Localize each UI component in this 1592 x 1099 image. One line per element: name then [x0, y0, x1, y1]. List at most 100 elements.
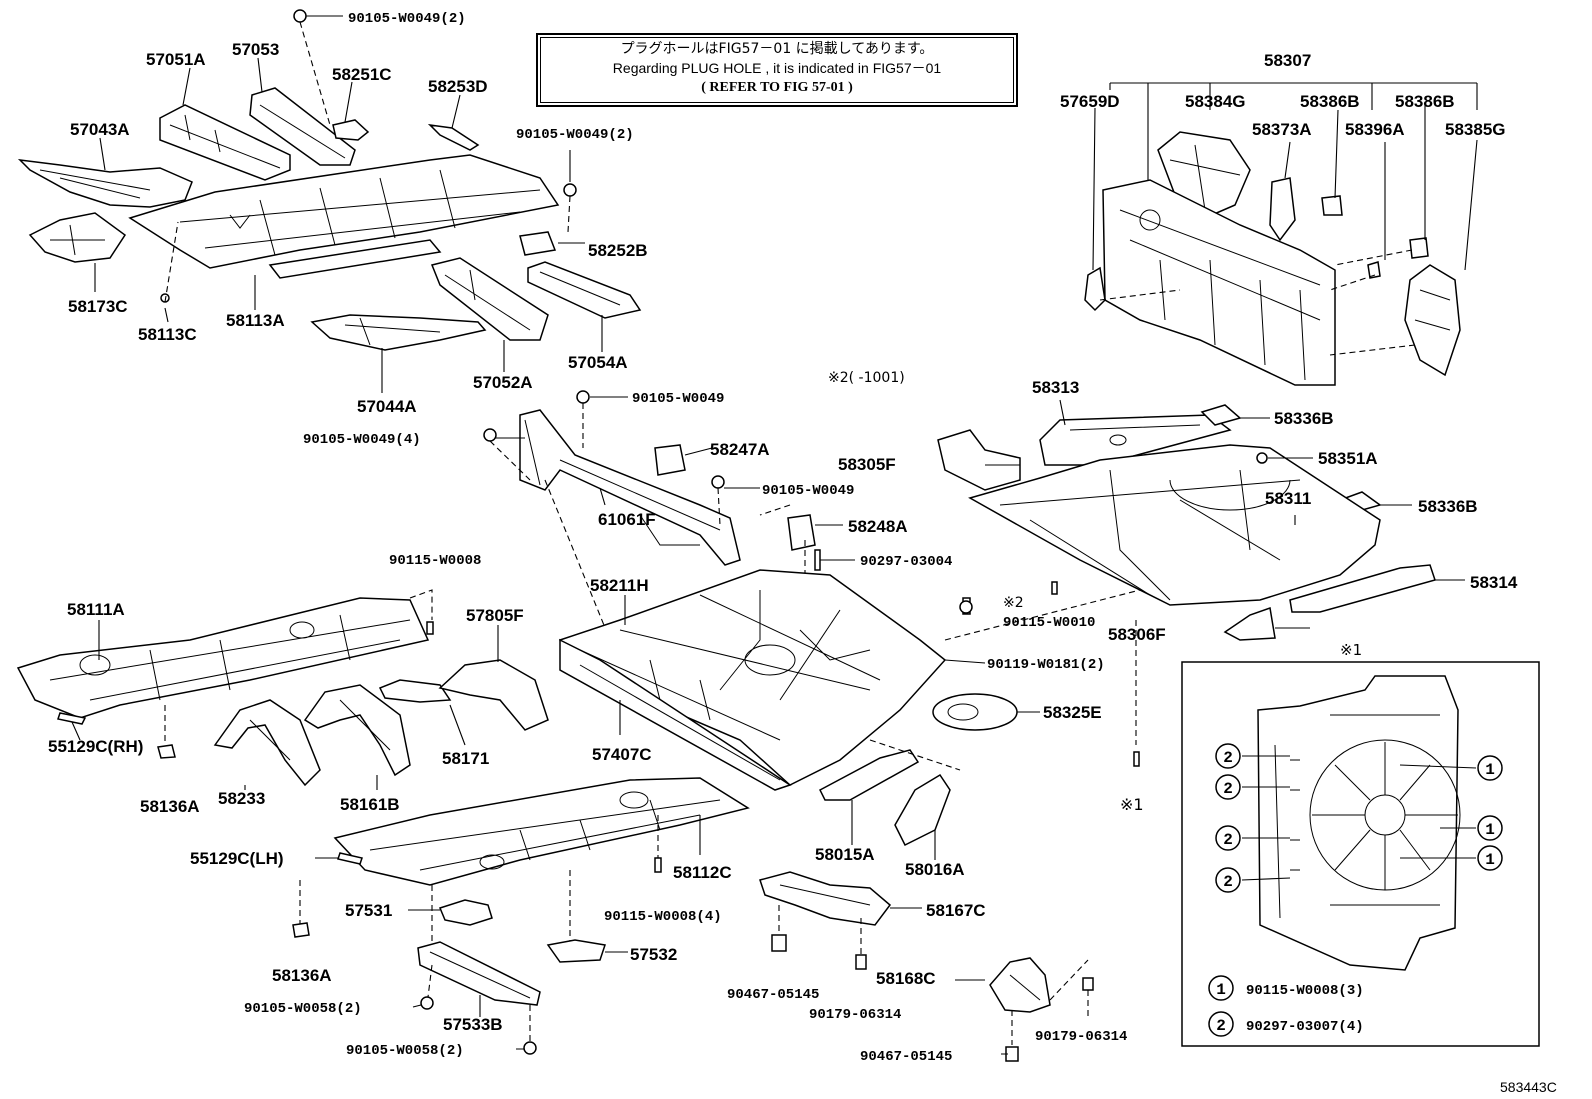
label-58113a[interactable]: 58113A — [226, 311, 285, 330]
label-58384g[interactable]: 58384G — [1185, 92, 1246, 111]
label-57052a[interactable]: 57052A — [473, 373, 533, 392]
label-57659d[interactable]: 57659D — [1060, 92, 1120, 111]
part-57531-shape[interactable] — [438, 899, 493, 926]
part-57533b-shape[interactable] — [417, 941, 541, 1006]
label-58313[interactable]: 58313 — [1032, 378, 1079, 397]
part-58307-back-panel[interactable] — [1102, 179, 1336, 386]
part-57053-shape[interactable] — [249, 87, 356, 166]
part-58313-shape[interactable] — [1039, 414, 1232, 466]
label-58351a[interactable]: 58351A — [1318, 449, 1378, 468]
label-57532[interactable]: 57532 — [630, 945, 677, 964]
label-57043a[interactable]: 57043A — [70, 120, 130, 139]
part-58311-shape[interactable] — [968, 444, 1381, 606]
label-58247a[interactable]: 58247A — [710, 440, 770, 459]
label-90105-w0049-4[interactable]: 90105-W0049(4) — [303, 432, 421, 448]
label-58248a[interactable]: 58248A — [848, 517, 908, 536]
label-58311[interactable]: 58311 — [1265, 489, 1311, 508]
label-58307[interactable]: 58307 — [1264, 51, 1311, 70]
part-58233-shape[interactable] — [213, 699, 321, 787]
label-58113c[interactable]: 58113C — [138, 325, 197, 344]
label-90467-05145-a[interactable]: 90467-05145 — [727, 987, 819, 1003]
part-57044a-shape[interactable] — [310, 314, 487, 351]
label-90115-w0010[interactable]: 90115-W0010 — [1003, 615, 1095, 631]
part-58136a-shape-2[interactable] — [292, 922, 310, 938]
label-58016a[interactable]: 58016A — [905, 860, 965, 879]
part-58111a-shape[interactable] — [16, 597, 430, 719]
label-90105-w0049-2a[interactable]: 90105-W0049(2) — [348, 11, 466, 27]
label-58211h[interactable]: 58211H — [590, 576, 649, 595]
label-90105-w0049-b[interactable]: 90105-W0049 — [762, 483, 854, 499]
label-58396a[interactable]: 58396A — [1345, 120, 1405, 139]
label-58386b-1[interactable]: 58386B — [1300, 92, 1360, 111]
label-90105-w0058-2a[interactable]: 90105-W0058(2) — [244, 1001, 362, 1017]
label-57053[interactable]: 57053 — [232, 40, 279, 59]
label-58385g[interactable]: 58385G — [1445, 120, 1506, 139]
label-57805f[interactable]: 57805F — [466, 606, 524, 625]
label-57407c[interactable]: 57407C — [592, 745, 652, 764]
label-58168c[interactable]: 58168C — [876, 969, 936, 988]
label-58171[interactable]: 58171 — [442, 749, 489, 768]
label-90297-03004[interactable]: 90297-03004 — [860, 554, 952, 570]
part-57532-shape[interactable] — [546, 939, 606, 963]
part-58171-shape[interactable] — [378, 679, 452, 703]
label-55129c-lh[interactable]: 55129C(LH) — [190, 849, 284, 868]
label-57051a[interactable]: 57051A — [146, 50, 206, 69]
label-90179-06314-b[interactable]: 90179-06314 — [1035, 1029, 1127, 1045]
part-58016a-shape[interactable] — [894, 773, 951, 847]
part-58136a-shape-1[interactable] — [157, 744, 176, 759]
part-58306f-shape[interactable] — [1223, 606, 1276, 641]
label-57531[interactable]: 57531 — [345, 901, 392, 920]
part-55129c-lh-shape[interactable] — [337, 852, 363, 865]
part-57805f-shape[interactable] — [438, 659, 549, 731]
part-58305f-shape[interactable] — [937, 429, 1021, 491]
part-58252b-shape[interactable] — [519, 231, 557, 256]
label-90105-w0049-a[interactable]: 90105-W0049 — [632, 391, 724, 407]
label-57533b[interactable]: 57533B — [443, 1015, 503, 1034]
label-58161b[interactable]: 58161B — [340, 795, 400, 814]
part-57659d-shape[interactable] — [1084, 266, 1106, 312]
label-57054a[interactable]: 57054A — [568, 353, 628, 372]
label-90115-w0008-4[interactable]: 90115-W0008(4) — [604, 909, 722, 925]
label-58314[interactable]: 58314 — [1470, 573, 1518, 592]
label-58252b[interactable]: 58252B — [588, 241, 648, 260]
label-90119-w0181-2[interactable]: 90119-W0181(2) — [987, 657, 1105, 673]
label-58111a[interactable]: 58111A — [67, 600, 125, 619]
part-55129c-rh-shape[interactable] — [57, 712, 87, 725]
label-58325e[interactable]: 58325E — [1043, 703, 1102, 722]
label-90467-05145-b[interactable]: 90467-05145 — [860, 1049, 952, 1065]
label-58336b-2[interactable]: 58336B — [1418, 497, 1478, 516]
label-58136a-1[interactable]: 58136A — [140, 797, 200, 816]
label-58233[interactable]: 58233 — [218, 789, 265, 808]
label-58336b-1[interactable]: 58336B — [1274, 409, 1334, 428]
label-57044a[interactable]: 57044A — [357, 397, 417, 416]
label-58253d[interactable]: 58253D — [428, 77, 488, 96]
part-58173c-shape[interactable] — [28, 212, 127, 263]
part-58113a-shape[interactable] — [128, 154, 560, 269]
label-55129c-rh[interactable]: 55129C(RH) — [48, 737, 143, 756]
label-58251c[interactable]: 58251C — [332, 65, 392, 84]
label-61061f[interactable]: 61061F — [598, 510, 656, 529]
label-58167c[interactable]: 58167C — [926, 901, 986, 920]
label-58305f[interactable]: 58305F — [838, 455, 896, 474]
label-58173c[interactable]: 58173C — [68, 297, 128, 316]
label-90105-w0058-2b[interactable]: 90105-W0058(2) — [346, 1043, 464, 1059]
part-57051a-shape[interactable] — [159, 104, 291, 181]
part-58385g-shape[interactable] — [1404, 264, 1461, 377]
part-58251c-shape[interactable] — [332, 119, 370, 141]
label-90105-w0049-2b[interactable]: 90105-W0049(2) — [516, 127, 634, 143]
label-58112c[interactable]: 58112C — [673, 863, 732, 882]
label-58136a-2[interactable]: 58136A — [272, 966, 332, 985]
part-58168c-shape[interactable] — [989, 957, 1051, 1013]
label-90179-06314-a[interactable]: 90179-06314 — [809, 1007, 901, 1023]
part-58015a-shape[interactable] — [819, 749, 920, 801]
part-61061f-shape[interactable] — [519, 409, 741, 566]
part-58386b-shape[interactable] — [1321, 195, 1343, 216]
part-58253d-shape[interactable] — [427, 123, 480, 151]
part-58373a-shape[interactable] — [1269, 177, 1296, 242]
part-58161b-shape[interactable] — [303, 684, 411, 777]
part-58167c-shape[interactable] — [759, 871, 892, 926]
part-57052a-shape[interactable] — [430, 257, 549, 341]
part-57043a-shape[interactable] — [17, 158, 193, 208]
label-58306f[interactable]: 58306F — [1108, 625, 1166, 644]
label-90115-w0008[interactable]: 90115-W0008 — [389, 553, 481, 569]
